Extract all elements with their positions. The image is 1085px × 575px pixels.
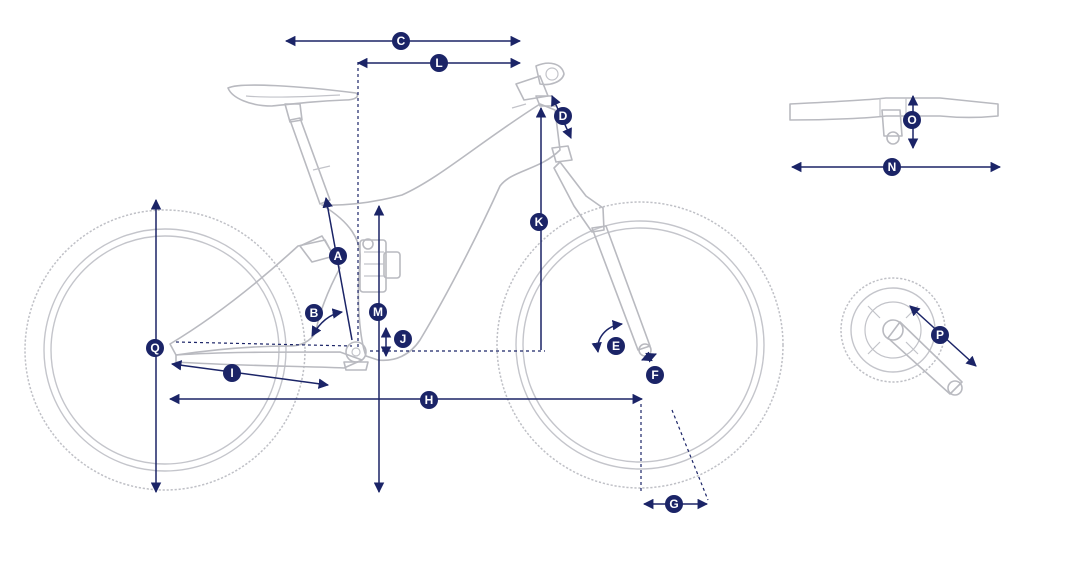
badge-m: M [369,303,387,321]
badge-d: D [554,107,572,125]
svg-text:I: I [230,366,233,380]
badge-o: O [903,111,921,129]
saddle [227,84,359,107]
bike-crank [343,341,369,371]
badge-e: E [607,337,625,355]
badge-n: N [883,158,901,176]
stem-and-bars [515,62,565,107]
badge-h: H [420,391,438,409]
svg-text:Q: Q [150,341,159,355]
dimension-lines [150,35,1002,510]
svg-text:E: E [612,339,620,353]
svg-text:P: P [936,328,944,342]
svg-text:L: L [435,56,442,70]
svg-text:C: C [397,34,406,48]
handlebar-outline-icon [789,97,999,145]
svg-text:J: J [400,332,407,346]
badge-j: J [394,330,412,348]
rear-shock [359,238,401,293]
badge-i: I [223,364,241,382]
badge-q: Q [146,339,164,357]
badge-k: K [530,213,548,231]
rear-wheel [24,209,306,491]
measurement-badges: C L D K A B M J Q I H E F G O N P [146,32,949,513]
svg-text:M: M [373,305,383,319]
front-fork [551,145,652,357]
mountain-bike-outline-icon [24,62,784,491]
svg-text:A: A [334,249,343,263]
svg-text:O: O [907,113,916,127]
badge-a: A [329,247,347,265]
svg-text:K: K [535,215,544,229]
badge-p: P [931,326,949,344]
badge-g: G [665,495,683,513]
svg-text:D: D [559,109,568,123]
front-wheel [496,201,784,489]
svg-text:N: N [888,160,897,174]
badge-l: L [430,54,448,72]
badge-c: C [392,32,410,50]
svg-text:G: G [669,497,678,511]
rear-swingarm [169,239,341,356]
badge-f: F [646,366,664,384]
svg-text:B: B [310,306,319,320]
badge-b: B [305,304,323,322]
svg-text:H: H [425,393,434,407]
seatpost [289,117,331,205]
svg-text:F: F [651,368,658,382]
